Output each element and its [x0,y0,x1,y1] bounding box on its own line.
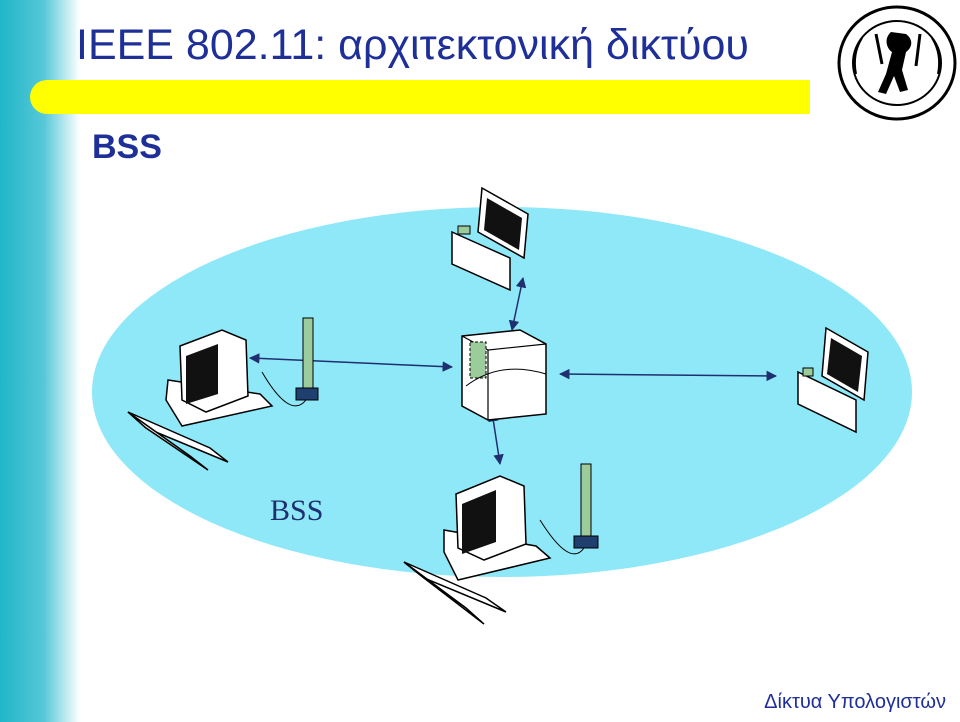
footer-course-name: Δίκτυα Υπολογιστών [764,691,946,713]
left-accent-bar [0,0,80,722]
laptop-right-icon [797,326,869,434]
slide-subtitle: BSS [92,128,162,166]
link-ap-to-desktop-bottom [488,410,504,466]
link-desktop-left-to-ap [248,353,454,372]
access-point-icon [461,329,547,421]
laptop-top-icon [451,186,529,292]
link-laptop-top-to-ap [508,276,527,332]
slide-title: IEEE 802.11: αρχιτεκτονική δικτύου [76,20,749,70]
title-topic: : αρχιτεκτονική δικτύου [314,21,749,69]
desktop-bottom-icon [403,463,599,625]
title-underline [30,80,810,114]
link-ap-to-laptop-right [558,368,778,382]
university-seal-icon [837,5,957,121]
bss-label: BSS [270,494,323,527]
desktop-left-icon [127,317,319,471]
title-standard: IEEE 802.11 [76,21,315,69]
